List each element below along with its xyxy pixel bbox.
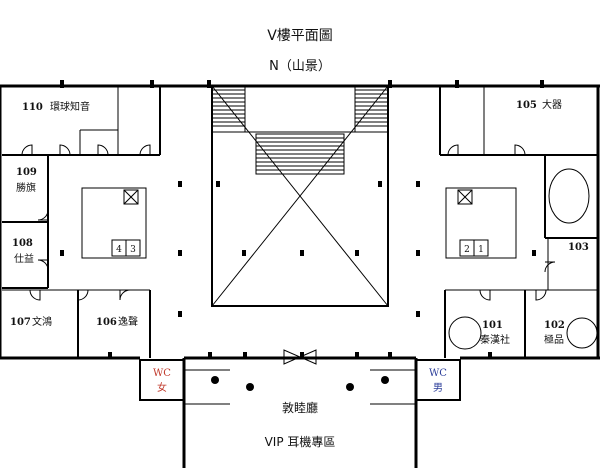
restroom-women-label: WC xyxy=(153,368,171,379)
elevator-number: 4 xyxy=(116,245,122,255)
room-number: 101 xyxy=(482,320,503,331)
restroom-men xyxy=(415,359,461,401)
room-number: 110 xyxy=(22,102,43,113)
round-table-icon xyxy=(448,316,482,350)
vip-area-label: VIP 耳機專區 xyxy=(265,434,336,449)
east-rooms xyxy=(444,155,598,358)
round-table-icon xyxy=(566,317,598,349)
restroom-men-sign: 男 xyxy=(433,382,443,394)
door-swings xyxy=(21,144,556,301)
staircase-north xyxy=(212,86,388,132)
north-orientation: N（山景） xyxy=(269,59,331,74)
room-number: 108 xyxy=(12,238,33,249)
west-rooms xyxy=(2,155,151,358)
entrance-door-icon xyxy=(283,349,317,365)
north-rooms xyxy=(2,86,598,156)
restroom-men-label: WC xyxy=(429,368,447,379)
room-name: 文鴻 xyxy=(32,315,52,328)
restroom-women-sign: 女 xyxy=(157,381,167,394)
central-atrium xyxy=(211,85,389,307)
elevator-number: 3 xyxy=(130,245,136,255)
elevator-number: 1 xyxy=(478,245,484,255)
hall-name: 敦睦廳 xyxy=(282,400,318,415)
restroom-women xyxy=(139,359,185,401)
hall-corridor-walls xyxy=(184,369,416,405)
room-name: 環球知音 xyxy=(50,100,90,113)
structural-columns xyxy=(60,80,544,358)
room-number: 109 xyxy=(16,167,37,178)
room-number: 107 xyxy=(10,317,31,328)
room-labels: 110 環球知音 105 大器 109 勝旗 108 仕益 103 107 文鴻… xyxy=(10,98,589,346)
room-name: 逸聲 xyxy=(118,315,138,328)
room-name: 勝旗 xyxy=(16,181,36,194)
staircase-center xyxy=(255,133,345,175)
elevator-number: 2 xyxy=(464,245,470,255)
room-number: 103 xyxy=(568,242,589,253)
elevator-core-left xyxy=(81,187,147,259)
room-number: 105 xyxy=(516,100,537,111)
elevator-core-right xyxy=(445,187,517,259)
room-number: 102 xyxy=(544,320,565,331)
room-name: 仕益 xyxy=(14,252,34,265)
room-name: 秦漢社 xyxy=(480,333,510,346)
round-table-icon xyxy=(548,168,590,224)
room-name: 極品 xyxy=(544,333,564,346)
plan-title: V樓平面圖 xyxy=(267,28,333,44)
room-number: 106 xyxy=(96,317,117,328)
room-name: 大器 xyxy=(542,98,562,111)
